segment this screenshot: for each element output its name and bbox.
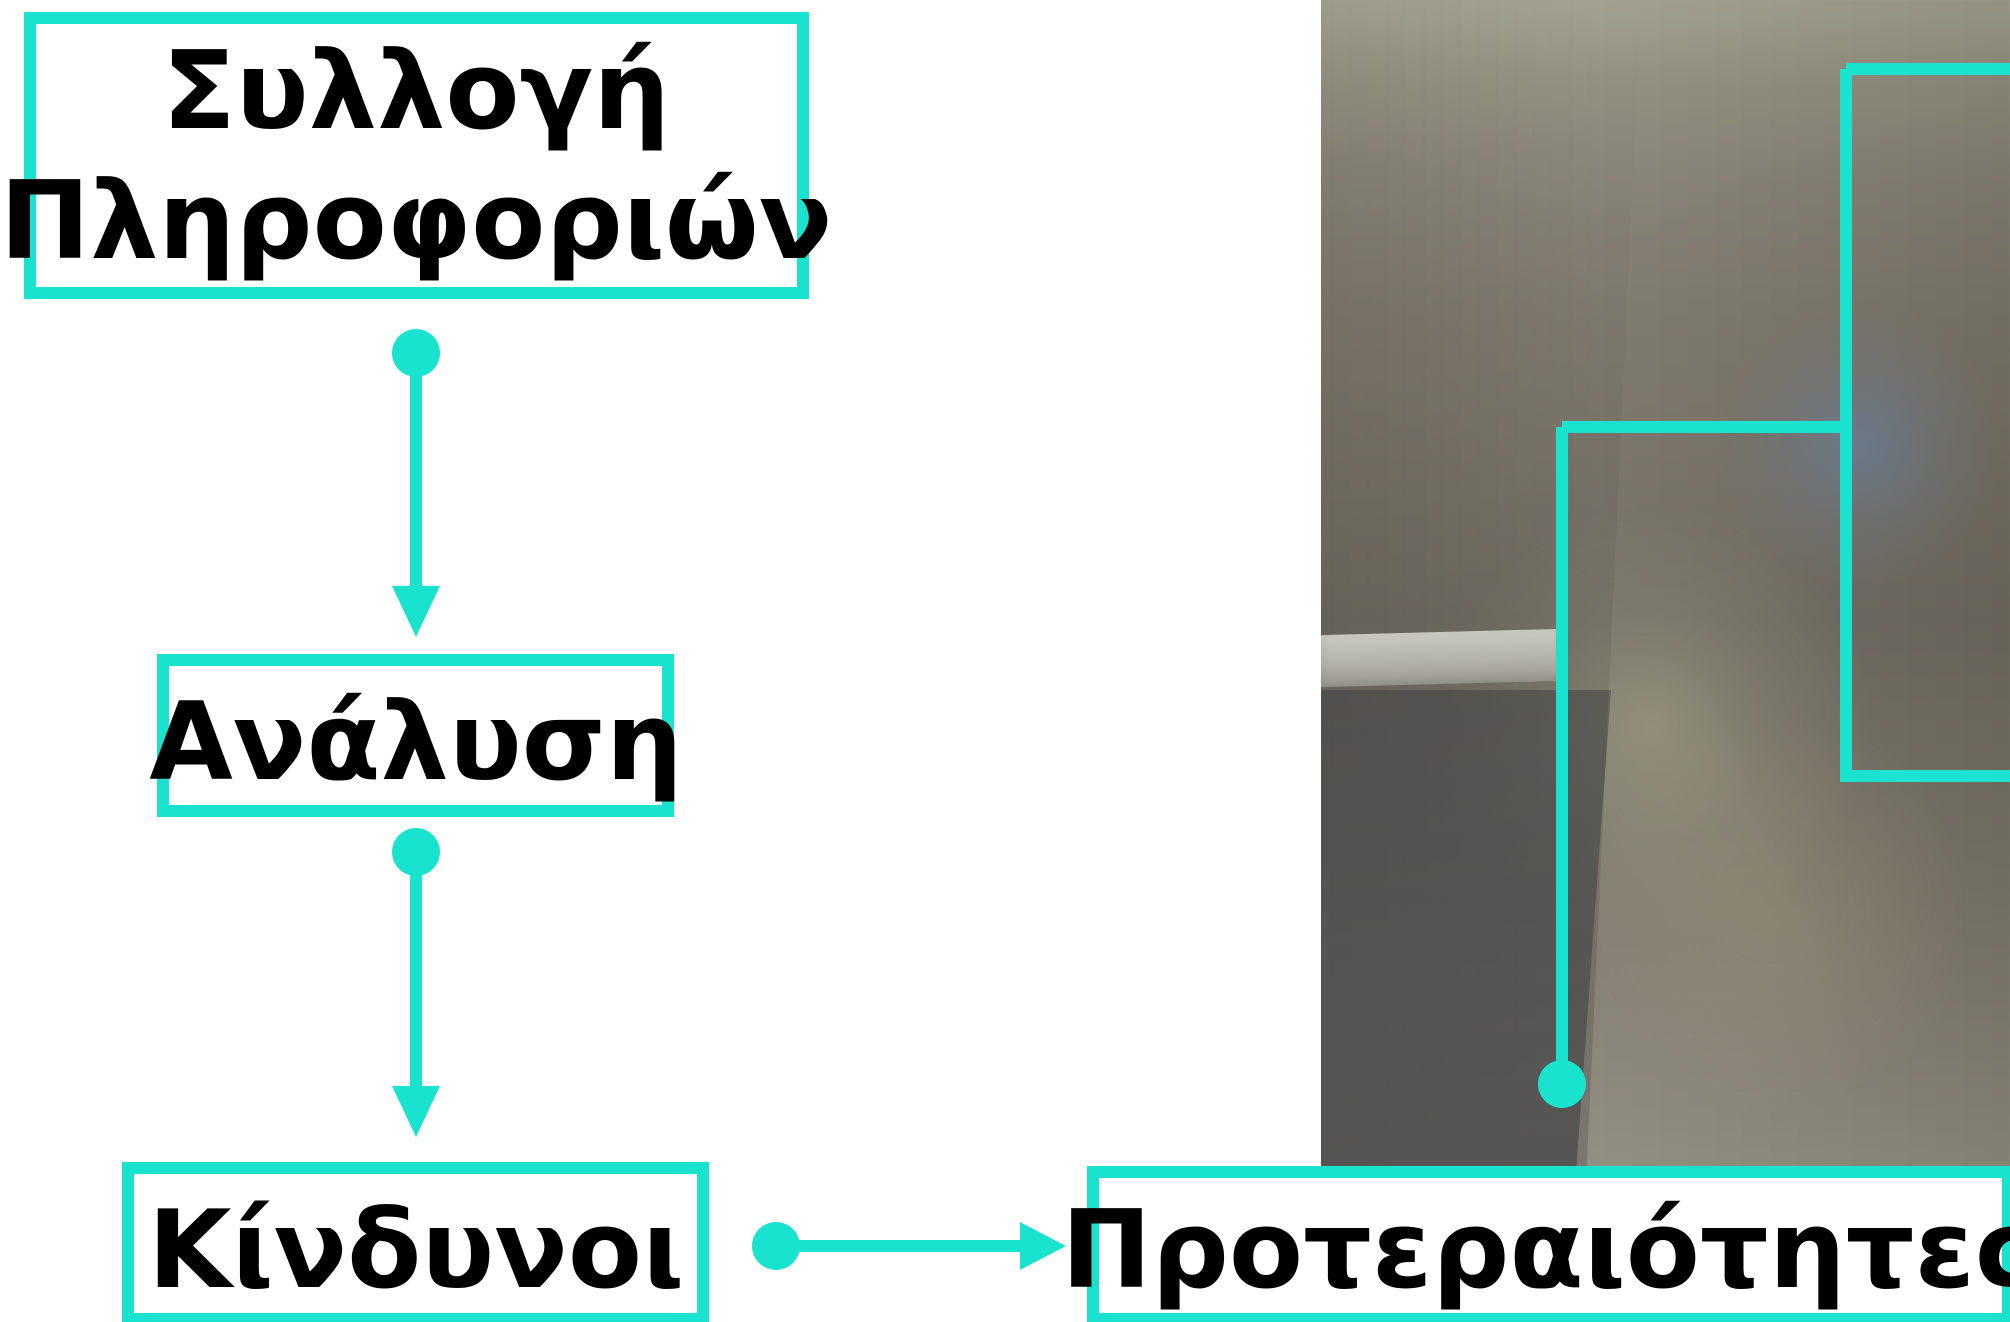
risks-box — [122, 1162, 709, 1322]
photo-bracket-line — [1840, 69, 2010, 782]
collect-title-line-1-text: Συλλογή — [162, 29, 670, 154]
photo-endpoint-dot — [1538, 1060, 1586, 1108]
analysis-box — [157, 654, 674, 817]
priorities-title: Προτεραιότητες — [1061, 1188, 2010, 1313]
risks-to-priorities-arrowhead — [1020, 1222, 1066, 1270]
collect-to-analysis-arrowhead — [392, 586, 440, 637]
collect-box — [24, 12, 809, 299]
priorities-box — [1087, 1166, 2010, 1322]
collect-title-line-2-text: Πληροφοριών — [0, 159, 832, 284]
risks-title: Κίνδυνοι — [148, 1188, 684, 1313]
analysis-title: Ανάλυση — [149, 680, 683, 805]
analysis-to-risks-arrowhead — [392, 1086, 440, 1137]
